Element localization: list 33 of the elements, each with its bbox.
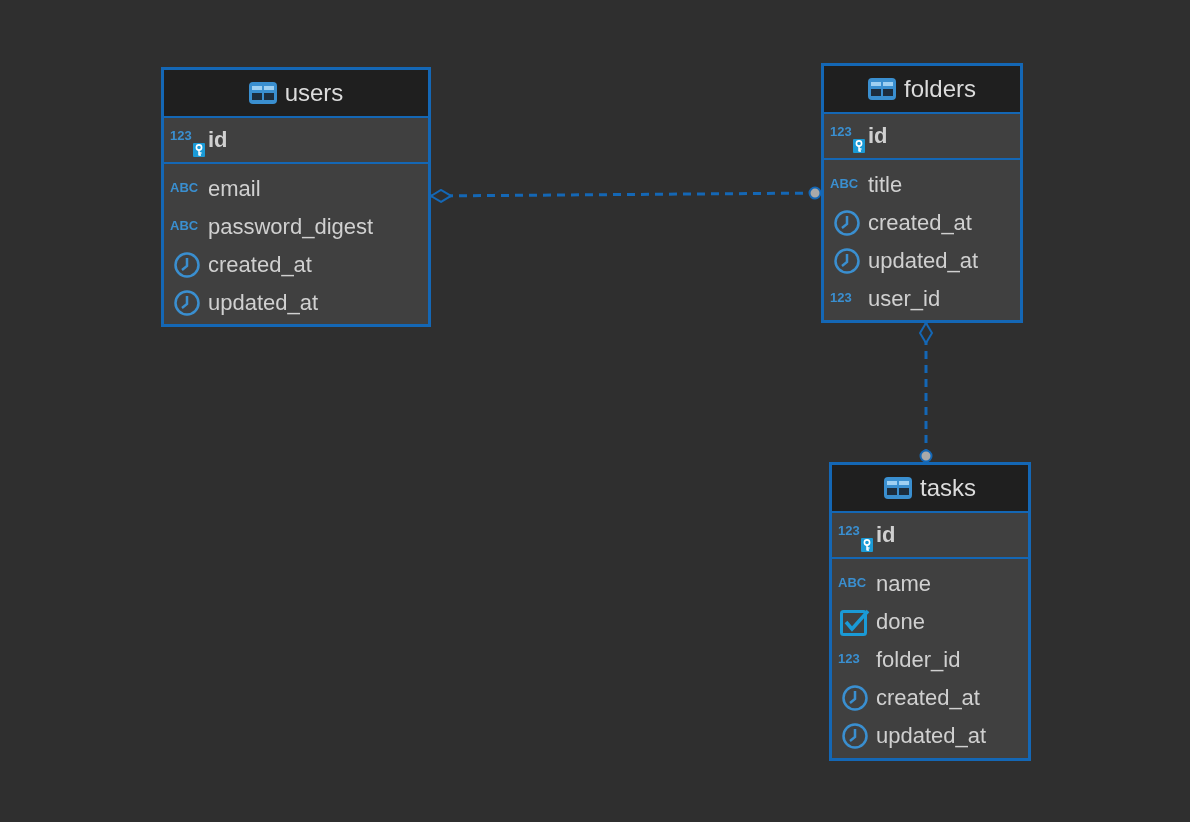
column-name: title (868, 172, 903, 198)
type-label: 123 (830, 290, 852, 305)
column-name: name (876, 571, 932, 597)
column-name: id (868, 123, 888, 149)
table-card (161, 67, 431, 327)
column-name: created_at (208, 252, 312, 278)
column-name: id (208, 127, 228, 153)
column-name: created_at (876, 685, 980, 711)
type-label: ABC (170, 180, 199, 195)
type-label: 123 (838, 523, 860, 538)
table-name: users (284, 80, 344, 106)
column-name: folder_id (876, 647, 961, 673)
table-name: tasks (920, 475, 976, 501)
type-label: ABC (830, 176, 859, 191)
column-name: updated_at (208, 290, 319, 316)
column-name: email (208, 176, 261, 202)
type-label: 123 (830, 124, 852, 139)
type-label: ABC (838, 575, 867, 590)
column-name: user_id (868, 286, 941, 312)
column-name: done (876, 609, 925, 635)
table-name: folders (903, 76, 976, 102)
type-label: ABC (170, 218, 199, 233)
relationship-line (919, 322, 933, 463)
type-label: 123 (838, 651, 860, 666)
column-name: updated_at (868, 248, 979, 274)
column-name: password_digest (208, 214, 374, 240)
column-name: id (876, 522, 896, 548)
relationship-line (430, 186, 822, 203)
column-name: updated_at (876, 723, 987, 749)
table-card (821, 63, 1023, 323)
column-name: created_at (868, 210, 972, 236)
type-label: 123 (170, 128, 192, 143)
table-card (829, 462, 1031, 761)
